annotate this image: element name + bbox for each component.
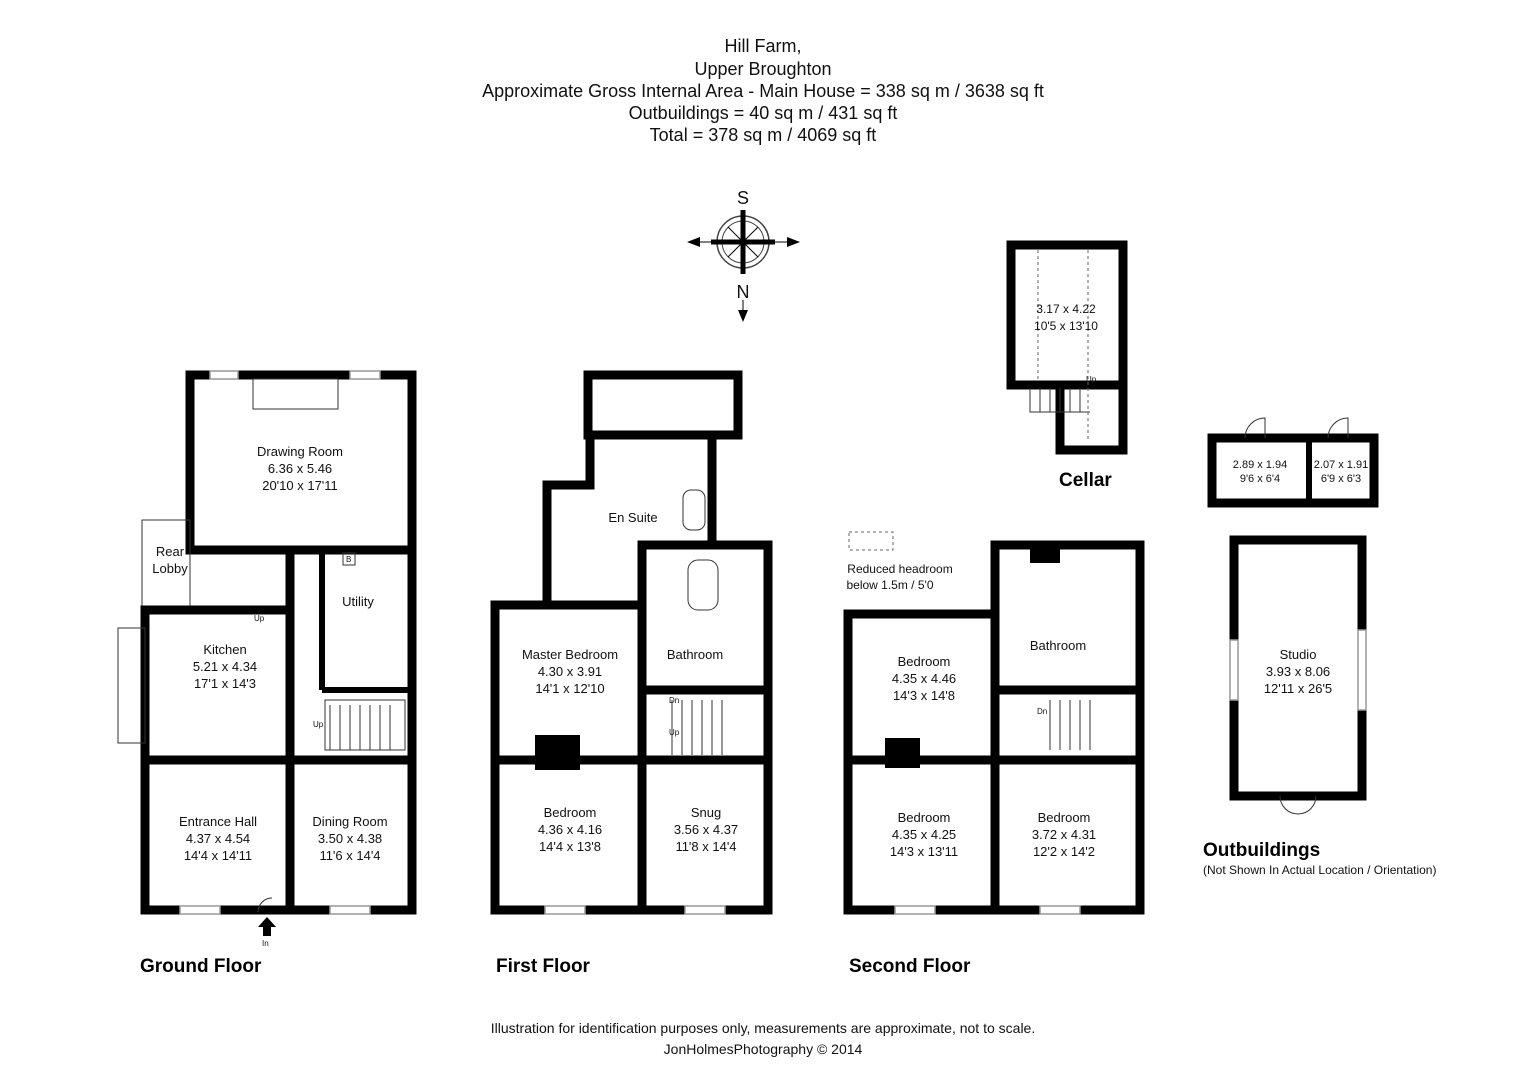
studio-imperial: 12'11 x 26'5 bbox=[1264, 681, 1332, 696]
compass-icon: S N bbox=[687, 188, 800, 322]
room-imperial: 11'6 x 14'4 bbox=[319, 848, 380, 863]
stairs-label: Up bbox=[669, 728, 680, 737]
room-name: Bedroom bbox=[898, 810, 951, 825]
room-imperial: 14'4 x 13'8 bbox=[539, 839, 601, 854]
stairs-label: Up bbox=[254, 614, 265, 623]
shed-imperial: 6'9 x 6'3 bbox=[1321, 473, 1361, 485]
room-metric: 6.36 x 5.46 bbox=[268, 461, 332, 476]
headroom-note-line2: below 1.5m / 5'0 bbox=[846, 578, 933, 592]
entrance-arrow-icon bbox=[258, 917, 276, 936]
room-imperial: 14'3 x 13'11 bbox=[890, 844, 958, 859]
header-line-5: Total = 378 sq m / 4069 sq ft bbox=[650, 125, 877, 145]
room-name: Bedroom bbox=[898, 654, 951, 669]
outbuildings-note: (Not Shown In Actual Location / Orientat… bbox=[1203, 863, 1436, 877]
shed-metric: 2.89 x 1.94 bbox=[1233, 459, 1287, 471]
studio-name: Studio bbox=[1280, 647, 1317, 662]
entrance-label: In bbox=[262, 939, 269, 948]
room-metric: 4.37 x 4.54 bbox=[186, 831, 250, 846]
disclaimer: Illustration for identification purposes… bbox=[491, 1020, 1035, 1036]
stairs-label: Up bbox=[313, 720, 324, 729]
boiler-marker: B bbox=[346, 555, 351, 564]
room-name: Bedroom bbox=[544, 805, 597, 820]
credit: JonHolmesPhotography © 2014 bbox=[664, 1041, 863, 1057]
room-imperial: 14'1 x 12'10 bbox=[535, 681, 604, 696]
room-name: Dining Room bbox=[312, 814, 387, 829]
room-imperial: 14'4 x 14'11 bbox=[184, 848, 252, 863]
room-metric: 4.35 x 4.25 bbox=[892, 827, 956, 842]
room-metric: 5.21 x 4.34 bbox=[193, 659, 257, 674]
header-line-3: Approximate Gross Internal Area - Main H… bbox=[482, 81, 1044, 101]
stairs-label: Dn bbox=[1037, 707, 1047, 716]
headroom-note: Reduced headroom bbox=[847, 562, 952, 576]
floor-label: First Floor bbox=[496, 956, 591, 977]
second-floor-plan: Reduced headroom below 1.5m / 5'0 Bathro… bbox=[843, 531, 1145, 977]
room-name: Drawing Room bbox=[257, 444, 343, 459]
room-imperial: 17'1 x 14'3 bbox=[194, 676, 256, 691]
header-line-2: Upper Broughton bbox=[694, 59, 831, 79]
room-name: Master Bedroom bbox=[522, 647, 618, 662]
cellar-metric: 3.17 x 4.22 bbox=[1036, 302, 1096, 316]
room-name: Bathroom bbox=[667, 647, 723, 662]
room-name: En Suite bbox=[608, 510, 657, 525]
room-metric: 3.56 x 4.37 bbox=[674, 822, 738, 837]
cellar-imperial: 10'5 x 13'10 bbox=[1034, 319, 1098, 333]
room-name-line2: Lobby bbox=[152, 561, 188, 576]
floor-label: Second Floor bbox=[849, 956, 971, 977]
room-name: Bedroom bbox=[1038, 810, 1091, 825]
room-metric: 4.35 x 4.46 bbox=[892, 671, 956, 686]
header-line-1: Hill Farm, bbox=[725, 36, 802, 56]
room-name: Snug bbox=[691, 805, 721, 820]
room-metric: 4.30 x 3.91 bbox=[538, 664, 602, 679]
room-metric: 3.50 x 4.38 bbox=[318, 831, 382, 846]
stairs-label: Up bbox=[1086, 375, 1097, 384]
cellar-plan: 3.17 x 4.22 10'5 x 13'10 Up Cellar bbox=[1006, 240, 1128, 491]
floor-label: Ground Floor bbox=[140, 956, 262, 977]
shed-metric: 2.07 x 1.91 bbox=[1314, 459, 1368, 471]
room-metric: 3.72 x 4.31 bbox=[1032, 827, 1096, 842]
room-name: Bathroom bbox=[1030, 638, 1086, 653]
room-metric: 4.36 x 4.16 bbox=[538, 822, 602, 837]
room-imperial: 20'10 x 17'11 bbox=[262, 478, 338, 493]
first-floor-plan: En Suite Bathroom Master Bedroom 4.30 x … bbox=[490, 370, 773, 977]
studio-metric: 3.93 x 8.06 bbox=[1266, 664, 1330, 679]
floor-label: Outbuildings bbox=[1203, 840, 1320, 861]
room-imperial: 11'8 x 14'4 bbox=[675, 839, 736, 854]
stairs-label: Dn bbox=[669, 696, 679, 705]
outbuildings-plan: 2.89 x 1.94 9'6 x 6'4 2.07 x 1.91 6'9 x … bbox=[1203, 417, 1436, 877]
room-imperial: 14'3 x 14'8 bbox=[893, 688, 955, 703]
floor-label: Cellar bbox=[1059, 470, 1112, 491]
room-name: Entrance Hall bbox=[179, 814, 257, 829]
ground-floor-plan: In Drawing Room 6.36 x 5.46 20'10 x 17'1… bbox=[117, 370, 417, 977]
header: Hill Farm, Upper Broughton Approximate G… bbox=[482, 36, 1044, 145]
compass-north: N bbox=[737, 282, 750, 302]
header-line-4: Outbuildings = 40 sq m / 431 sq ft bbox=[629, 103, 898, 123]
room-name: Utility bbox=[342, 594, 374, 609]
room-name: Rear bbox=[156, 544, 185, 559]
room-name: Kitchen bbox=[203, 642, 246, 657]
room-imperial: 12'2 x 14'2 bbox=[1033, 844, 1095, 859]
shed-imperial: 9'6 x 6'4 bbox=[1240, 473, 1280, 485]
compass-south: S bbox=[737, 188, 749, 208]
